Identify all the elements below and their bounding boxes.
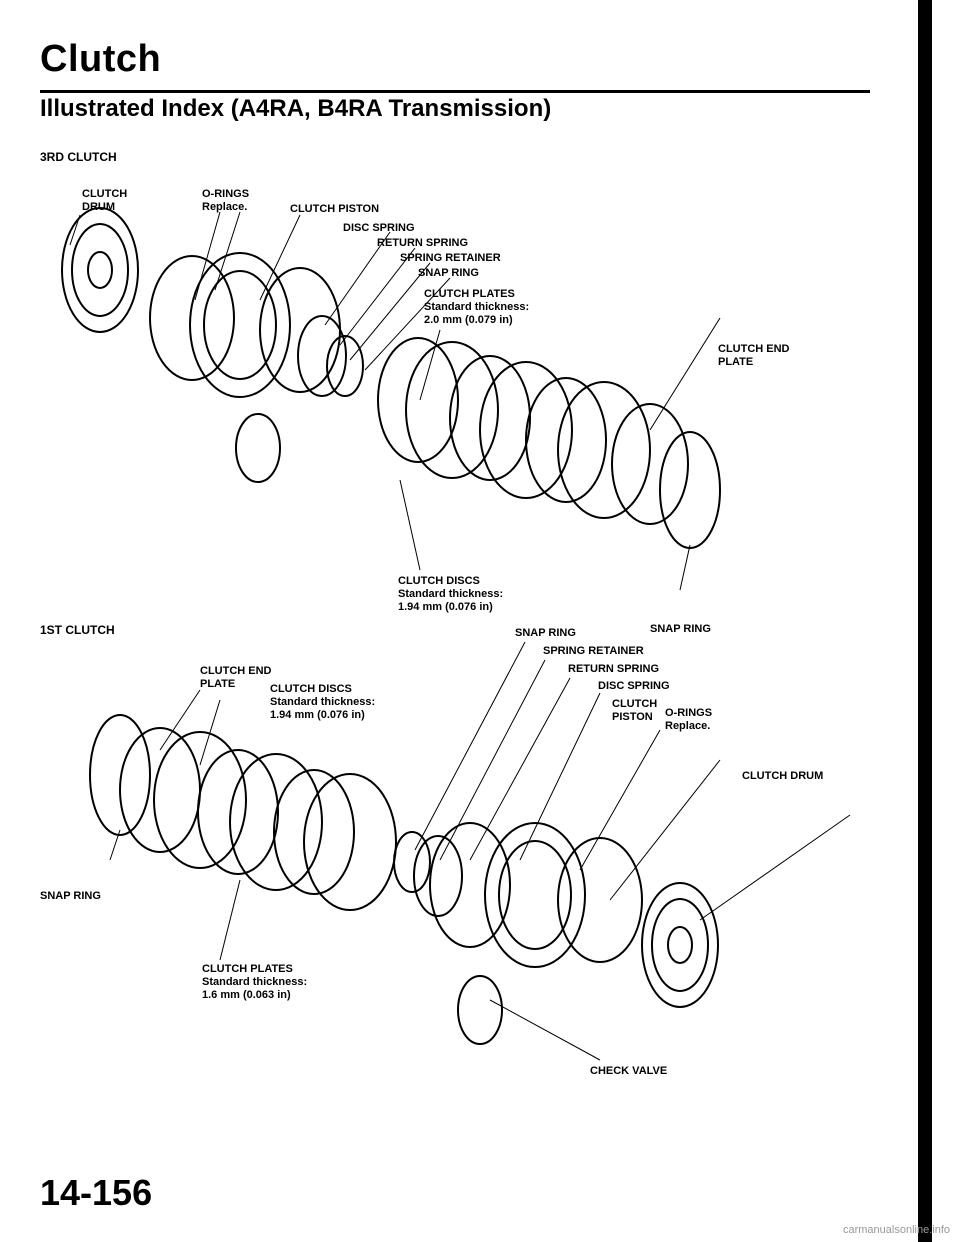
third-o-rings-label: O-RINGS xyxy=(202,188,250,200)
first-snap-ring-small xyxy=(393,831,431,893)
first-o-rings-label: O-RINGS xyxy=(665,707,713,719)
third-snap-ring-top-label: SNAP RING xyxy=(418,267,479,279)
third-return-spring xyxy=(297,315,347,397)
first-clutch-drum xyxy=(641,882,719,1008)
first-clutch-drum-label: CLUTCH DRUM xyxy=(742,770,824,782)
first-clutch-piston-label: CLUTCH PISTON xyxy=(612,698,658,723)
third-disc-spring-label: DISC SPRING xyxy=(343,222,415,234)
third-o-ring-small xyxy=(235,413,281,483)
first-snap-ring-left-label: SNAP RING xyxy=(40,890,101,902)
third-clutch-end-plate xyxy=(611,403,689,525)
first-return-spring-label: RETURN SPRING xyxy=(568,663,660,675)
first-check-valve-label: CHECK VALVE xyxy=(590,1065,668,1077)
third-clutch-drum-label: CLUTCH DRUM xyxy=(82,188,128,213)
page-title: Clutch xyxy=(40,38,162,80)
third-clutch-end-plate-label: CLUTCH END PLATE xyxy=(718,343,790,368)
watermark: carmanualsonline.info xyxy=(842,1224,950,1236)
first-clutch-end-plate-label: CLUTCH END PLATE xyxy=(200,665,272,690)
first-o-ring xyxy=(557,837,643,963)
first-spring-retainer xyxy=(413,835,463,917)
third-clutch-group-title: 3RD CLUTCH xyxy=(40,150,117,164)
page-number: 14-156 xyxy=(40,1172,153,1213)
third-clutch-piston-label: CLUTCH PISTON xyxy=(290,203,380,215)
third-spring-retainer-label: SPRING RETAINER xyxy=(400,252,501,264)
third-snap-ring xyxy=(659,431,721,549)
third-return-spring-label: RETURN SPRING xyxy=(377,237,469,249)
third-clutch-discs-note: Standard thickness: 1.94 mm (0.076 in) xyxy=(398,588,504,613)
first-clutch-plates-label: CLUTCH PLATES xyxy=(202,963,293,975)
first-o-ring-small xyxy=(457,975,503,1045)
header-rule xyxy=(40,90,870,93)
first-clutch-discs-label: CLUTCH DISCS xyxy=(270,683,352,695)
section-title: Illustrated Index (A4RA, B4RA Transmissi… xyxy=(40,95,552,122)
third-clutch-drum xyxy=(61,207,139,333)
third-o-rings-note: Replace. xyxy=(202,201,248,213)
first-return-spring xyxy=(429,822,511,948)
third-o-ring-large xyxy=(149,255,235,381)
first-clutch-group-title: 1ST CLUTCH xyxy=(40,623,115,637)
third-snap-ring-bottom-label: SNAP RING xyxy=(650,623,711,635)
first-clutch-plates-note: Standard thickness: 1.6 mm (0.063 in) xyxy=(202,976,308,1001)
third-clutch-piston xyxy=(189,252,291,398)
first-clutch-discs-note: Standard thickness: 1.94 mm (0.076 in) xyxy=(270,696,376,721)
first-snap-ring xyxy=(89,714,151,836)
third-spring-retainer xyxy=(326,335,364,397)
third-clutch-plates-label: CLUTCH PLATES xyxy=(424,288,515,300)
first-o-rings-note: Replace. xyxy=(665,720,711,732)
third-clutch-plates-note: Standard thickness: 2.0 mm (0.079 in) xyxy=(424,301,530,326)
first-clutch-piston xyxy=(484,822,586,968)
first-disc-spring-label: DISC SPRING xyxy=(598,680,670,692)
first-spring-retainer-label: SPRING RETAINER xyxy=(543,645,644,657)
page-edge-bar xyxy=(918,0,932,1242)
first-snap-ring-label: SNAP RING xyxy=(515,627,576,639)
third-clutch-discs-label: CLUTCH DISCS xyxy=(398,575,480,587)
